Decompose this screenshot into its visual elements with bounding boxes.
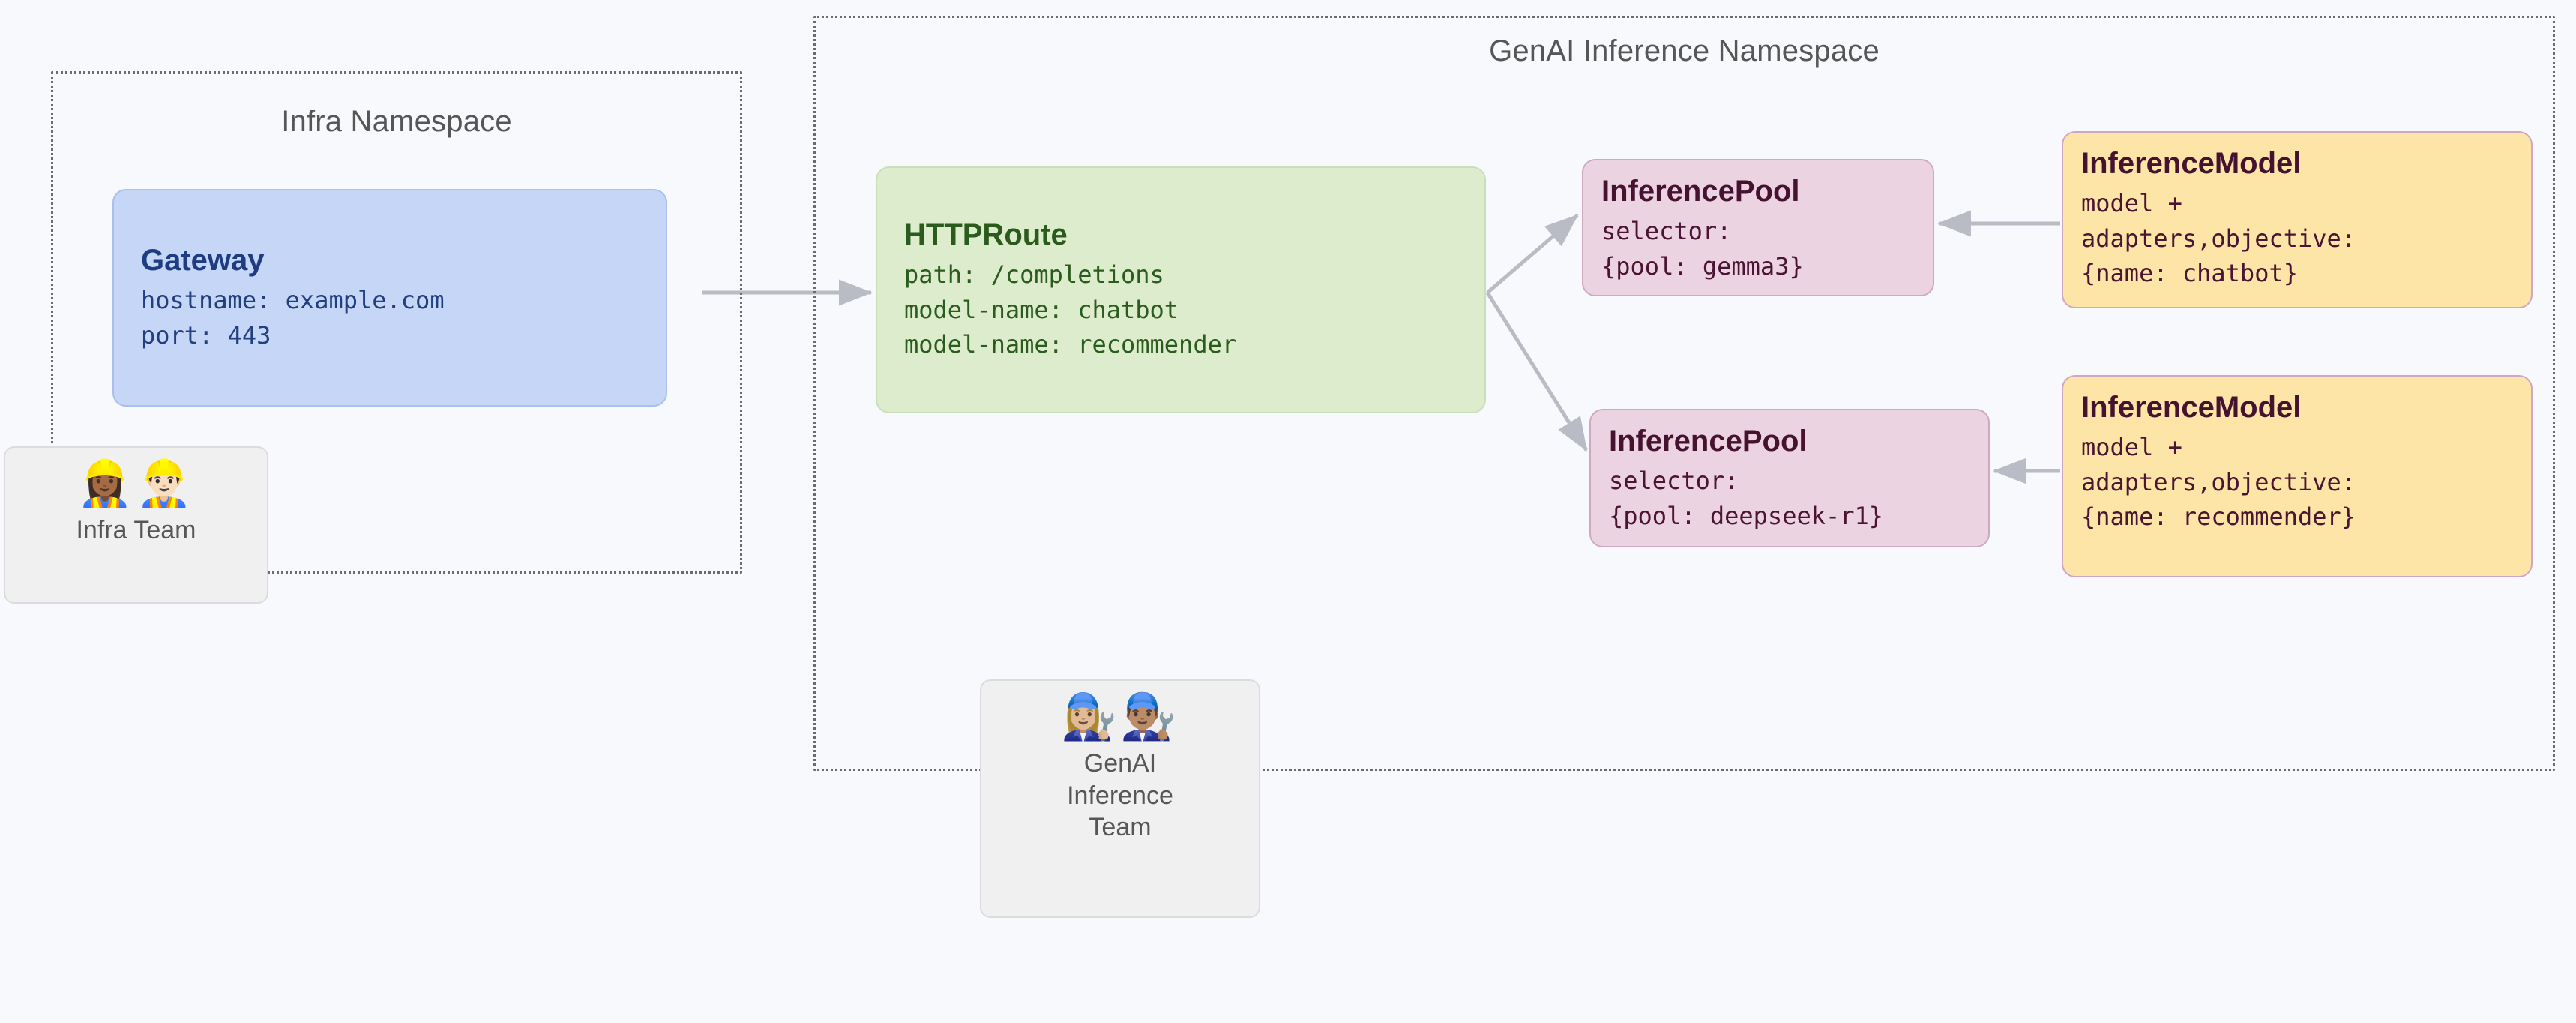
inference-model-chatbot-card[interactable]: InferenceModel model + adapters,objectiv… — [2062, 131, 2533, 308]
inference-model-recommender-title: InferenceModel — [2081, 391, 2302, 424]
inference-pool-gemma3-card[interactable]: InferencePool selector: {pool: gemma3} — [1582, 159, 1934, 296]
inference-pool-gemma3-title: InferencePool — [1601, 175, 1800, 208]
httproute-card[interactable]: HTTPRoute path: /completions model-name:… — [876, 166, 1486, 413]
construction-worker-icon: 👷🏾‍♀️👷🏻‍♂️ — [76, 458, 196, 510]
mechanic-icon: 👩🏼‍🔧👨🏽‍🔧 — [1061, 691, 1179, 743]
infra-team-label: Infra Team — [76, 516, 196, 544]
gateway-card[interactable]: Gateway hostname: example.com port: 443 — [112, 189, 667, 406]
infra-team-badge[interactable]: 👷🏾‍♀️👷🏻‍♂️ Infra Team — [4, 446, 268, 604]
infra-namespace-container: Infra Namespace — [51, 71, 742, 574]
httproute-card-body: path: /completions model-name: chatbot m… — [904, 260, 1237, 358]
genai-inference-namespace-container: GenAI Inference Namespace — [813, 16, 2555, 771]
genai-inference-team-badge[interactable]: 👩🏼‍🔧👨🏽‍🔧 GenAI Inference Team — [980, 680, 1260, 918]
inference-pool-gemma3-body: selector: {pool: gemma3} — [1601, 217, 1804, 280]
inference-pool-deepseek-r1-title: InferencePool — [1609, 424, 1808, 458]
infra-namespace-title: Infra Namespace — [281, 105, 512, 138]
genai-inference-team-label: GenAI Inference Team — [1067, 749, 1173, 842]
inference-pool-deepseek-r1-body: selector: {pool: deepseek-r1} — [1609, 466, 1884, 530]
genai-inference-namespace-title: GenAI Inference Namespace — [1489, 34, 1880, 68]
gateway-card-title: Gateway — [141, 244, 265, 277]
inference-model-recommender-body: model + adapters,objective: {name: recom… — [2081, 433, 2356, 531]
gateway-card-body: hostname: example.com port: 443 — [141, 286, 445, 350]
inference-model-chatbot-title: InferenceModel — [2081, 147, 2302, 180]
httproute-card-title: HTTPRoute — [904, 218, 1068, 251]
inference-model-recommender-card[interactable]: InferenceModel model + adapters,objectiv… — [2062, 375, 2533, 578]
inference-model-chatbot-body: model + adapters,objective: {name: chatb… — [2081, 189, 2356, 287]
inference-pool-deepseek-r1-card[interactable]: InferencePool selector: {pool: deepseek-… — [1589, 409, 1990, 548]
